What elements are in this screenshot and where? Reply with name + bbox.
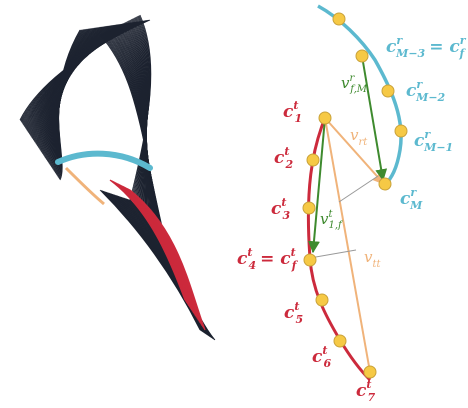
- point-red-7: [364, 366, 376, 378]
- label-c-1: ct1: [283, 99, 302, 125]
- label-v-tt: vtt: [364, 248, 382, 270]
- point-red-1: [319, 112, 331, 124]
- label-c-5: ct5: [284, 300, 303, 326]
- point-blue-m2: [382, 85, 394, 97]
- point-red-5: [316, 294, 328, 306]
- label-v-fM: vrf,M: [341, 73, 368, 95]
- arrow-v-fM: [362, 56, 383, 180]
- label-v-1f: vt1,f: [320, 209, 344, 231]
- hair-guide-blue: [58, 154, 150, 168]
- hair-guide-orange: [66, 168, 104, 204]
- point-red-3: [303, 202, 315, 214]
- label-c-6: ct6: [312, 344, 331, 370]
- label-c-3: ct3: [271, 196, 290, 222]
- label-c-M-3: crM−3= crf: [386, 34, 467, 60]
- label-c-M: crM: [400, 186, 423, 212]
- point-red-4: [304, 254, 316, 266]
- hair-illustration: [20, 15, 215, 340]
- label-c-M-2: crM−2: [406, 78, 446, 104]
- label-c-4: ct4= ctf: [237, 246, 299, 272]
- point-blue-top: [333, 13, 345, 25]
- point-blue-m1: [395, 125, 407, 137]
- label-c-M-1: crM−1: [414, 128, 453, 154]
- perp-line-1: [339, 176, 378, 202]
- strand-diagram: crM−3= crf crM−2 crM−1 crM ct1 ct2 ct3 c…: [237, 6, 467, 404]
- label-c-7: ct7: [356, 378, 375, 404]
- point-blue-m: [379, 178, 391, 190]
- edge-v-tt: [325, 118, 370, 372]
- label-c-2: ct2: [274, 145, 293, 171]
- point-blue-m3: [356, 50, 368, 62]
- point-red-6: [334, 335, 346, 347]
- label-v-rt: vrt: [350, 126, 368, 148]
- point-red-2: [307, 154, 319, 166]
